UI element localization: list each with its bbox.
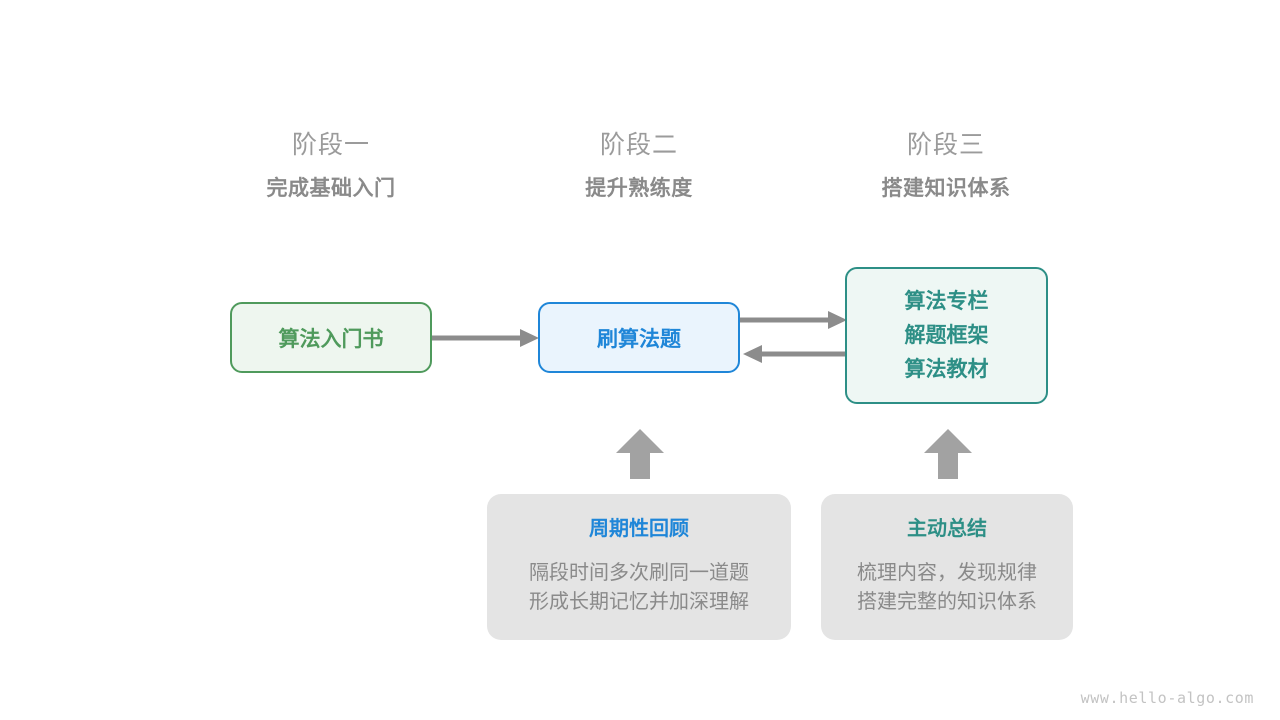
node-knowledge-line-2: 解题框架 <box>904 323 989 347</box>
node-book-label: 算法入门书 <box>278 327 384 351</box>
stage-3-title: 阶段三 <box>906 131 985 159</box>
card-summary-body: 梳理内容，发现规律 搭建完整的知识体系 <box>821 559 1073 617</box>
node-practice-problems[interactable]: 刷算法题 <box>538 302 740 373</box>
stage-2-subtitle: 提升熟练度 <box>585 177 693 200</box>
node-algorithm-intro-book[interactable]: 算法入门书 <box>230 302 432 373</box>
card-summary-title: 主动总结 <box>907 518 987 540</box>
stage-1-title: 阶段一 <box>291 131 370 159</box>
card-review-body: 隔段时间多次刷同一道题 形成长期记忆并加深理解 <box>487 559 791 617</box>
stage-3-subtitle: 搭建知识体系 <box>881 177 1011 200</box>
card-review-line-1: 隔段时间多次刷同一道题 <box>529 562 749 584</box>
stage-header-2: 阶段二 提升熟练度 <box>509 128 769 204</box>
node-knowledge-resources[interactable]: 算法专栏 解题框架 算法教材 <box>845 267 1048 404</box>
arrow-book-to-practice <box>432 329 539 347</box>
arrow-summary-to-knowledge <box>924 429 972 479</box>
stage-header-1: 阶段一 完成基础入门 <box>201 128 461 204</box>
card-active-summary[interactable]: 主动总结 梳理内容，发现规律 搭建完整的知识体系 <box>821 494 1073 640</box>
node-knowledge-line-3: 算法教材 <box>904 357 989 381</box>
node-practice-label: 刷算法题 <box>597 327 681 351</box>
arrow-practice-to-knowledge <box>740 311 847 329</box>
card-periodic-review[interactable]: 周期性回顾 隔段时间多次刷同一道题 形成长期记忆并加深理解 <box>487 494 791 640</box>
arrow-review-to-practice <box>616 429 664 479</box>
node-knowledge-line-1: 算法专栏 <box>904 289 989 313</box>
card-review-line-2: 形成长期记忆并加深理解 <box>529 591 749 613</box>
card-review-title: 周期性回顾 <box>589 518 689 540</box>
arrow-knowledge-to-practice <box>743 345 848 363</box>
footer-website-url: www.hello-algo.com <box>1080 689 1254 707</box>
stage-header-3: 阶段三 搭建知识体系 <box>816 128 1076 204</box>
stage-1-subtitle: 完成基础入门 <box>266 177 396 200</box>
card-summary-line-2: 搭建完整的知识体系 <box>857 591 1037 613</box>
stage-2-title: 阶段二 <box>599 131 678 159</box>
card-summary-line-1: 梳理内容，发现规律 <box>857 562 1037 584</box>
